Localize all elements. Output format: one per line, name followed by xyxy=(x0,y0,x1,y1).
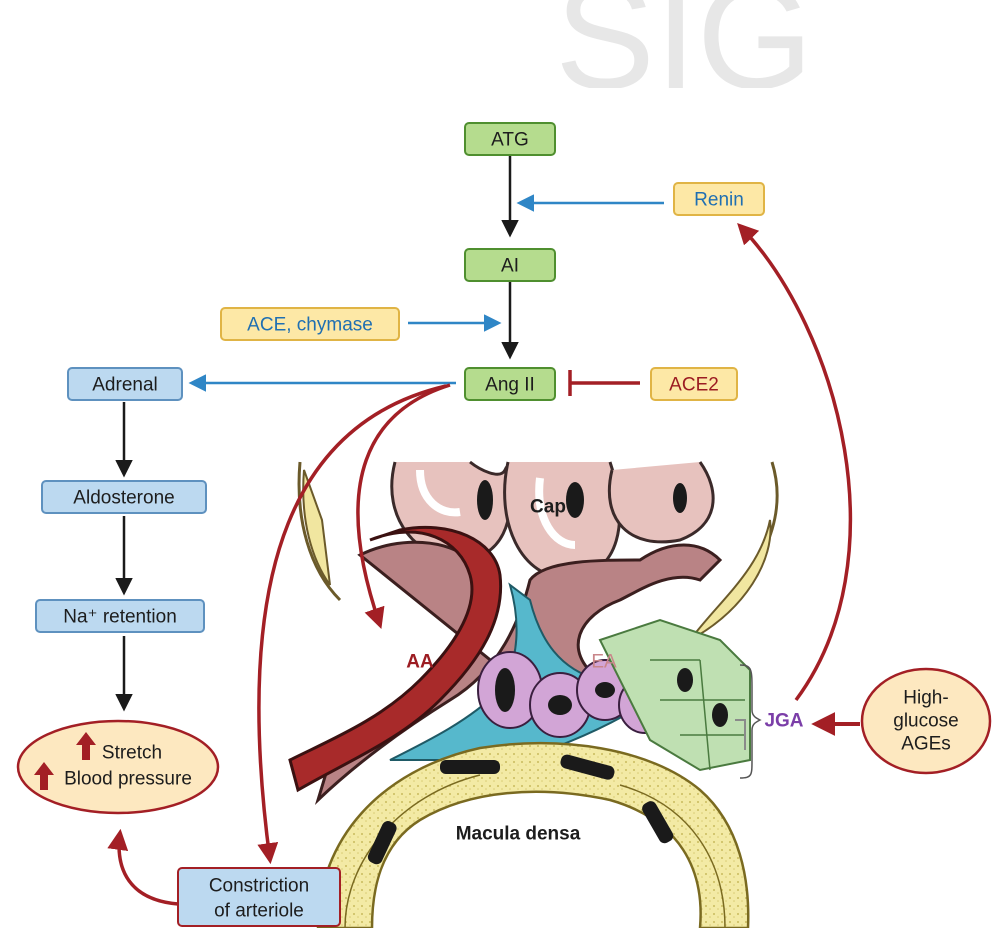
svg-text:Na⁺ retention: Na⁺ retention xyxy=(63,607,177,628)
svg-text:Blood pressure: Blood pressure xyxy=(64,769,192,790)
macula-densa-nucleus xyxy=(440,760,500,774)
label-macula-densa: Macula densa xyxy=(456,824,581,845)
box-stretch-bp: Stretch Blood pressure xyxy=(18,721,218,813)
svg-text:Ang II: Ang II xyxy=(485,375,535,396)
label-aa: AA xyxy=(406,652,434,673)
label-ea: EA xyxy=(591,652,617,673)
svg-text:Adrenal: Adrenal xyxy=(92,375,158,396)
svg-text:ATG: ATG xyxy=(491,130,529,151)
label-cap: Cap xyxy=(530,497,566,518)
svg-text:Constriction: Constriction xyxy=(209,876,309,897)
box-adrenal: Adrenal xyxy=(68,368,182,400)
label-jga: JGA xyxy=(764,711,803,732)
svg-text:Aldosterone: Aldosterone xyxy=(73,488,174,509)
svg-text:ACE, chymase: ACE, chymase xyxy=(247,315,373,336)
svg-text:High-: High- xyxy=(903,688,948,709)
box-atg: ATG xyxy=(465,123,555,155)
arrow-constriction-to-bp xyxy=(119,833,178,904)
svg-text:ACE2: ACE2 xyxy=(669,375,719,396)
box-renin: Renin xyxy=(674,183,764,215)
svg-text:Stretch: Stretch xyxy=(102,743,162,764)
box-na-retention: Na⁺ retention xyxy=(36,600,204,632)
svg-text:AI: AI xyxy=(501,256,519,277)
box-ai: AI xyxy=(465,249,555,281)
svg-text:AGEs: AGEs xyxy=(901,734,951,755)
arrow-jga-to-renin xyxy=(740,226,850,700)
box-ang2: Ang II xyxy=(465,368,555,400)
box-constriction: Constriction of arteriole xyxy=(178,868,340,926)
box-aldosterone: Aldosterone xyxy=(42,481,206,513)
svg-text:glucose: glucose xyxy=(893,711,959,732)
box-high-glucose: High- glucose AGEs xyxy=(862,669,990,773)
glomerulus-histology xyxy=(290,462,777,928)
box-ace: ACE, chymase xyxy=(221,308,399,340)
svg-text:of arteriole: of arteriole xyxy=(214,901,304,922)
box-ace2: ACE2 xyxy=(651,368,737,400)
svg-text:Renin: Renin xyxy=(694,190,744,211)
